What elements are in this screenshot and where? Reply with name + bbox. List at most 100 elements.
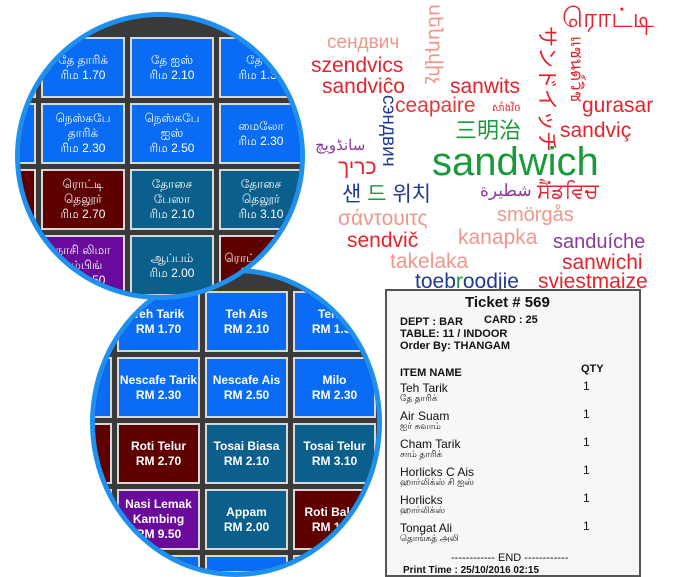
menu-item-button[interactable]	[95, 291, 112, 352]
item-qty: 1	[583, 435, 590, 449]
menu-item-button[interactable]	[95, 555, 112, 572]
word: sanwichi	[562, 251, 643, 274]
word: kanapka	[458, 226, 538, 249]
word: сэндвич	[378, 95, 399, 167]
word: 위치	[392, 183, 431, 206]
menu-item-button[interactable]: தோசை பேஸாரிம 2.10	[130, 169, 214, 230]
word: sandwich	[432, 140, 599, 184]
menu-item-button[interactable]: நாசி லிமா கம்பிங்ரிம 9.50	[41, 235, 125, 295]
menu-item-button[interactable]: ரொட்டி தெலூர்ரிம 2.70	[41, 169, 125, 230]
word: แซนด์วิช	[567, 36, 586, 103]
menu-item-button[interactable]: தோசை தெலூர்ரிம 3.10	[219, 169, 300, 230]
item-qty: 1	[583, 379, 590, 393]
word: gurasar	[582, 94, 654, 117]
menu-item-button[interactable]	[20, 103, 36, 164]
menu-item-button[interactable]	[293, 555, 376, 572]
word: sviestmaize	[538, 270, 648, 293]
word: 샌	[342, 183, 362, 206]
menu-item-button[interactable]: தே ஐஸ்ரிம 2.10	[130, 37, 214, 98]
menu-item-name: Roti Bakar	[304, 504, 365, 519]
menu-item-name: Nescafe Ais	[212, 372, 281, 387]
word: כריך	[338, 156, 377, 179]
menu-item-button[interactable]: ஆப்பம்ரிம 2.00	[130, 235, 214, 295]
menu-item-price: ரிம 2.10	[149, 67, 195, 82]
menu-item-price: RM 2.30	[135, 387, 182, 402]
table: TABLE: 11 / INDOOR	[400, 328, 508, 340]
item-name: Air Suam	[400, 409, 450, 423]
menu-item-button[interactable]	[20, 169, 36, 230]
word: ਸੈਂਡਵਿਚ	[537, 180, 599, 203]
menu-item-button[interactable]	[117, 555, 200, 572]
item-name-tamil: தொங்கத் அலி	[400, 533, 459, 543]
menu-item-button[interactable]: நெஸ்கபே தாரிக்ரிம 2.30	[41, 103, 125, 164]
menu-item-price: RM 2.70	[135, 453, 182, 468]
word: takelaka	[390, 250, 469, 273]
menu-item-button[interactable]: ரொட்டி பகார்ரிம 1.70	[219, 235, 300, 295]
menu-item-price: RM 2.50	[223, 387, 270, 402]
menu-item-button[interactable]	[20, 37, 36, 98]
menu-item-name: ரொட்டி பகார்	[224, 250, 298, 265]
menu-item-button[interactable]	[20, 235, 36, 295]
menu-item-name: Nasi Lemak Kambing	[125, 497, 192, 526]
menu-item-name: ஆப்பம்	[150, 250, 194, 265]
menu-item-name: Teh Tarik	[132, 306, 185, 321]
item-name: Tongat Ali	[400, 521, 453, 535]
word: oodjie	[462, 270, 519, 293]
menu-item-button[interactable]	[95, 357, 112, 418]
menu-item-price: ரிம 1.70	[238, 265, 284, 280]
word: r	[455, 270, 463, 293]
menu-item-name: தோசை தெலூர்	[240, 177, 282, 206]
item-name-tamil: தே தாரிக்	[400, 393, 438, 403]
item-qty: 1	[583, 407, 590, 421]
word: سانڈویچ	[315, 137, 366, 154]
word: ceapaire	[395, 94, 476, 117]
word: սենդվիչ	[424, 4, 445, 85]
menu-item-name: Appam	[226, 504, 267, 519]
word: szendvics	[311, 54, 404, 77]
col-item-name: ITEM NAME	[400, 367, 462, 379]
menu-item-button[interactable]	[95, 423, 112, 484]
menu-item-button[interactable]	[95, 489, 112, 550]
menu-item-button[interactable]	[205, 555, 288, 572]
item-name-tamil: ஐர் சுவாம்	[400, 421, 441, 431]
menu-item-price: RM 1.30	[311, 321, 358, 336]
menu-item-name: Milo	[322, 372, 347, 387]
menu-item-price: ரிம 2.30	[60, 141, 106, 155]
item-name-tamil: சாம் தாரிக்	[400, 449, 443, 459]
item-name-tamil: ஹார்லிக்ஸ்	[400, 505, 446, 515]
word: sandviç	[560, 119, 632, 142]
menu-item-name: Nescafe Tarik	[119, 372, 198, 387]
word: شطيرة	[480, 181, 532, 200]
menu-item-price: ரிம 1.70	[60, 67, 106, 82]
col-qty: QTY	[581, 363, 604, 375]
end-line: ------------ END ------------	[451, 552, 569, 564]
menu-item-button[interactable]: நெஸ்கபே ஐஸ்ரிம 2.50	[130, 103, 214, 164]
menu-item-name: Roti Telur	[130, 438, 187, 453]
menu-item-price: RM 2.00	[223, 519, 270, 534]
order-by: Order By: THANGAM	[400, 340, 511, 352]
menu-item-name: மைலோ	[238, 118, 284, 133]
menu-item-button[interactable]: தே தாரிக்ரிம 1.70	[41, 37, 125, 98]
menu-item-name: Teh Ais	[225, 306, 268, 321]
item-qty: 1	[583, 463, 590, 477]
menu-item-button[interactable]: மைலோரிம 2.30	[219, 103, 300, 164]
word: ரொட்டி	[562, 3, 655, 33]
word: sendvič	[347, 229, 419, 252]
